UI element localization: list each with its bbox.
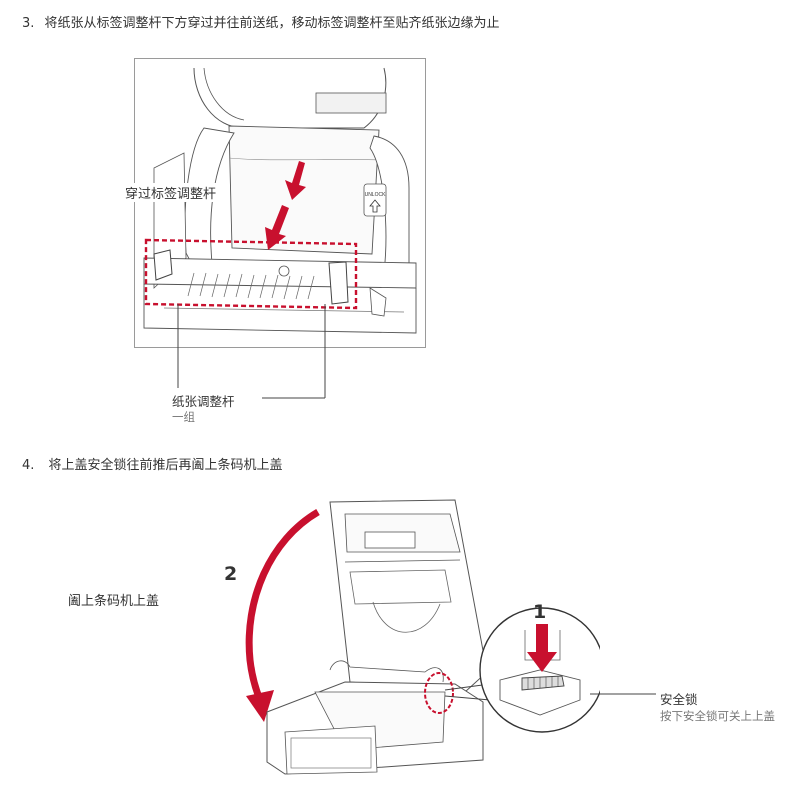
- marker-1: 1: [533, 601, 547, 623]
- printer-closing-illustration: [266, 499, 488, 775]
- push-down-arrow-icon: [527, 624, 557, 672]
- down-arrow-icon: [265, 205, 289, 250]
- unlock-text: UNLOCK: [365, 192, 387, 198]
- step3-figure: UNLOCK: [134, 58, 426, 348]
- marker-2: 2: [224, 563, 238, 585]
- paper-guide-sublabel: 一组: [172, 410, 195, 424]
- down-arrow-icon: [285, 161, 306, 200]
- paper-guide-label: 纸张调整杆: [172, 394, 235, 409]
- step4-callout: 阖上条码机上盖: [68, 594, 160, 609]
- curved-arrow-head-icon: [246, 690, 274, 722]
- step3-leader-lines: [177, 304, 326, 399]
- step3-callout: 穿过标签调整杆: [124, 183, 218, 202]
- step3-text: 将纸张从标签调整杆下方穿过并往前送纸，移动标签调整杆至贴齐纸张边缘为止: [44, 16, 500, 31]
- step3-number: 3.: [22, 16, 35, 31]
- step4-number: 4.: [22, 458, 35, 473]
- safety-lock-sublabel: 按下安全锁可关上上盖: [660, 709, 775, 723]
- step3-heading: 3. 将纸张从标签调整杆下方穿过并往前送纸，移动标签调整杆至贴齐纸张边缘为止: [22, 12, 500, 31]
- safety-lock-zoom: [444, 607, 600, 733]
- step4-heading: 4. 将上盖安全锁往前推后再阖上条码机上盖: [22, 454, 283, 473]
- safety-lock-leader: [590, 693, 656, 695]
- safety-lock-label: 安全锁: [660, 692, 698, 707]
- step4-text: 将上盖安全锁往前推后再阖上条码机上盖: [48, 458, 283, 473]
- close-cover-arrow: [245, 508, 320, 722]
- printer-open-illustration: UNLOCK: [134, 58, 426, 348]
